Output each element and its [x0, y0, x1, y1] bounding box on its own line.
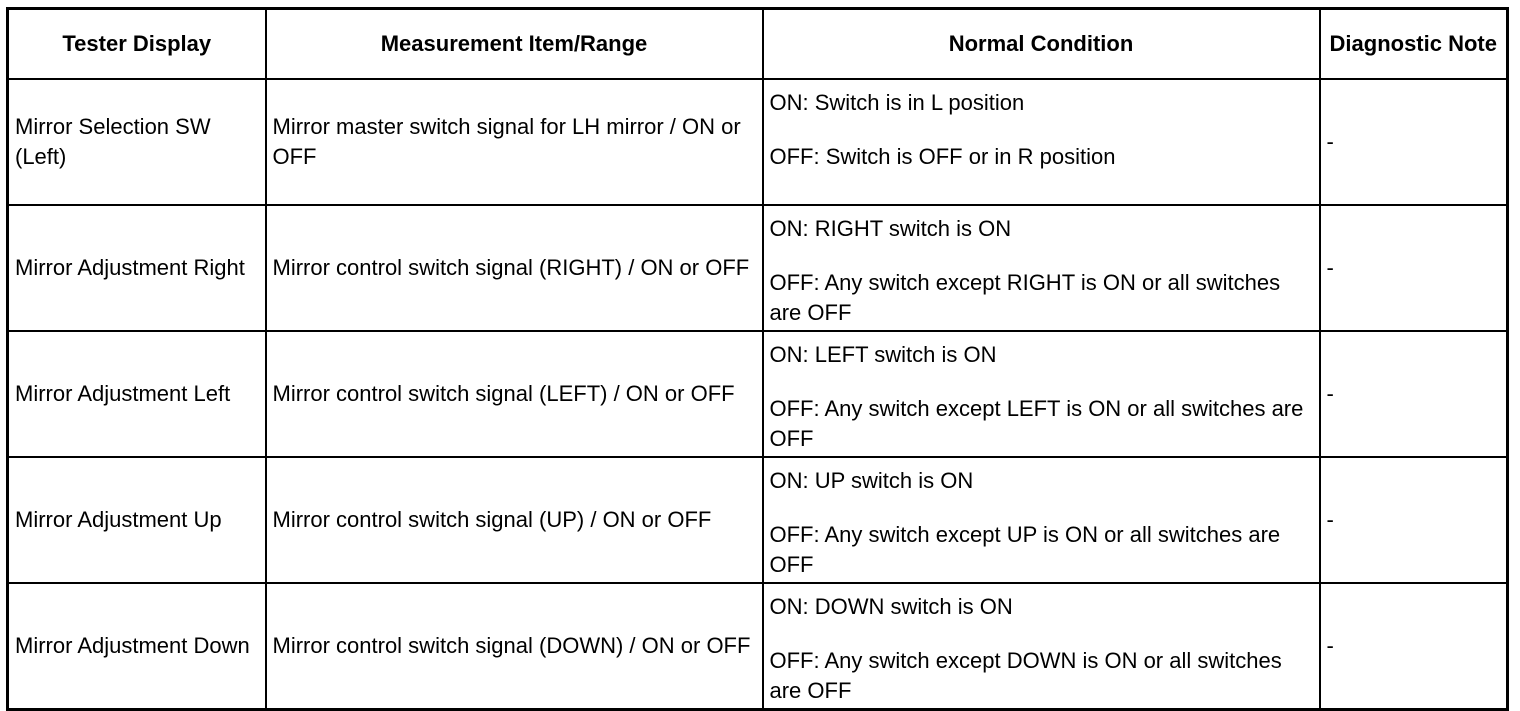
diagnostic-note-cell: -: [1318, 330, 1509, 458]
measurement-cell: Mirror control switch signal (DOWN) / ON…: [264, 582, 764, 711]
condition-off-text: OFF: Any switch except RIGHT is ON or al…: [769, 270, 1281, 325]
diagnostic-note-cell: -: [1318, 456, 1509, 584]
tester-display-cell: Mirror Adjustment Down: [6, 582, 267, 711]
header-normal-condition: Normal Condition: [761, 7, 1321, 80]
normal-condition-cell: ON: DOWN switch is ON OFF: Any switch ex…: [761, 582, 1321, 711]
header-tester-display: Tester Display: [6, 7, 267, 80]
table-row: Mirror Adjustment Right Mirror control s…: [6, 204, 1509, 332]
header-diagnostic-note: Diagnostic Note: [1318, 7, 1509, 80]
condition-off-text: OFF: Any switch except DOWN is ON or all…: [769, 648, 1282, 703]
table-row: Mirror Adjustment Up Mirror control swit…: [6, 456, 1509, 584]
tester-display-cell: Mirror Adjustment Up: [6, 456, 267, 584]
normal-condition-cell: ON: LEFT switch is ON OFF: Any switch ex…: [761, 330, 1321, 458]
tester-display-cell: Mirror Adjustment Left: [6, 330, 267, 458]
header-measurement: Measurement Item/Range: [264, 7, 764, 80]
measurement-cell: Mirror control switch signal (LEFT) / ON…: [264, 330, 764, 458]
diagnostic-data-table: Tester Display Measurement Item/Range No…: [6, 7, 1509, 711]
diagnostic-note-cell: -: [1318, 204, 1509, 332]
table-row: Mirror Adjustment Left Mirror control sw…: [6, 330, 1509, 458]
tester-display-cell: Mirror Adjustment Right: [6, 204, 267, 332]
table-header-row: Tester Display Measurement Item/Range No…: [6, 7, 1509, 80]
diagnostic-note-cell: -: [1318, 582, 1509, 711]
measurement-cell: Mirror master switch signal for LH mirro…: [264, 78, 764, 206]
condition-on-text: ON: LEFT switch is ON: [769, 342, 997, 367]
normal-condition-cell: ON: Switch is in L position OFF: Switch …: [761, 78, 1321, 206]
measurement-cell: Mirror control switch signal (UP) / ON o…: [264, 456, 764, 584]
table-row: Mirror Adjustment Down Mirror control sw…: [6, 582, 1509, 711]
table-row: Mirror Selection SW (Left) Mirror master…: [6, 78, 1509, 206]
measurement-cell: Mirror control switch signal (RIGHT) / O…: [264, 204, 764, 332]
condition-on-text: ON: UP switch is ON: [769, 468, 974, 493]
condition-off-text: OFF: Any switch except LEFT is ON or all…: [769, 396, 1304, 451]
tester-display-cell: Mirror Selection SW (Left): [6, 78, 267, 206]
condition-on-text: ON: RIGHT switch is ON: [769, 216, 1012, 241]
condition-on-text: ON: Switch is in L position: [769, 90, 1025, 115]
normal-condition-cell: ON: UP switch is ON OFF: Any switch exce…: [761, 456, 1321, 584]
condition-on-text: ON: DOWN switch is ON: [769, 594, 1013, 619]
condition-off-text: OFF: Switch is OFF or in R position: [769, 144, 1116, 169]
normal-condition-cell: ON: RIGHT switch is ON OFF: Any switch e…: [761, 204, 1321, 332]
diagnostic-note-cell: -: [1318, 78, 1509, 206]
condition-off-text: OFF: Any switch except UP is ON or all s…: [769, 522, 1281, 577]
